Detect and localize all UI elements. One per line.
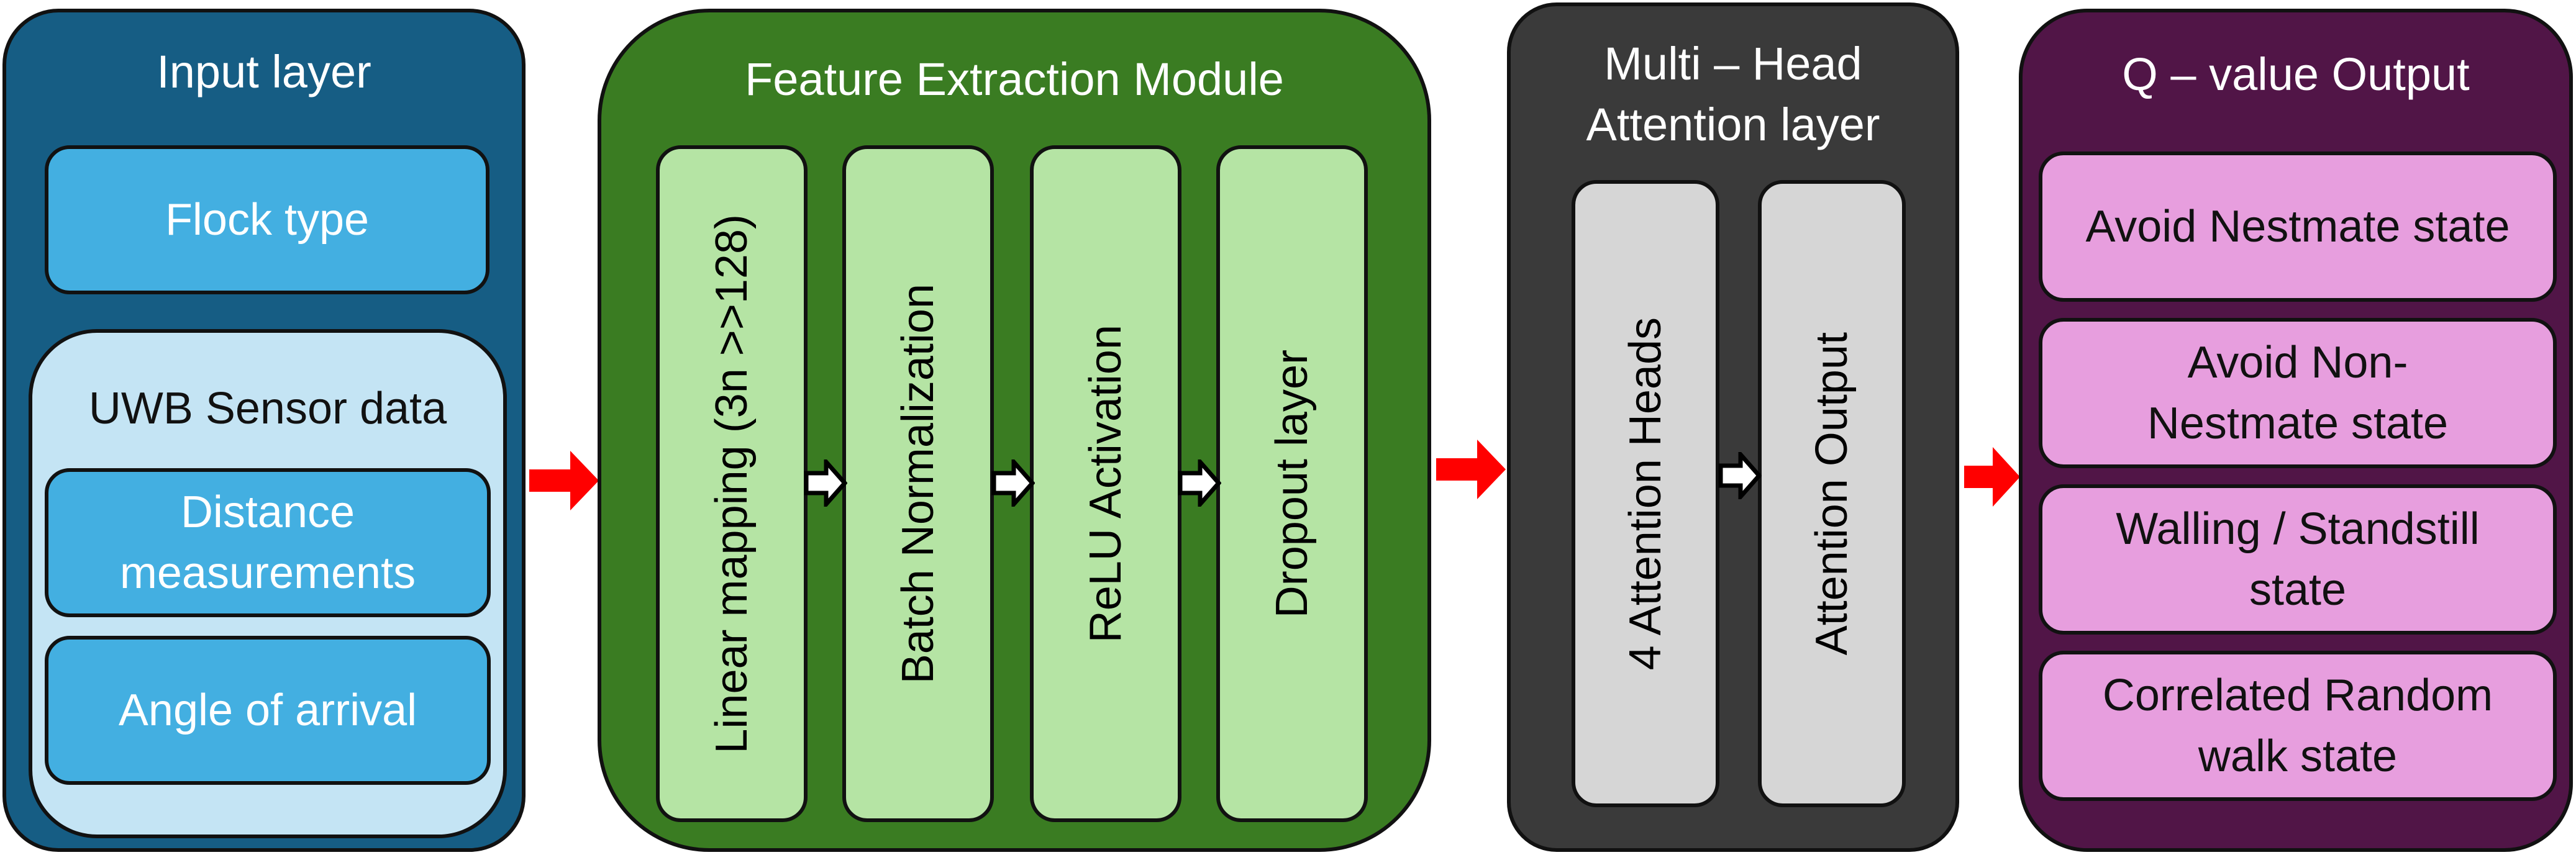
attention-layer-panel: Multi – Head Attention layer 4 Attention… [1507, 2, 1959, 852]
attention-heads-box: 4 Attention Heads [1572, 180, 1719, 807]
linear-mapping-box: Linear mapping (3n >>128) [656, 145, 808, 822]
relu-activation-label: ReLU Activation [1081, 324, 1131, 643]
input-layer-title: Input layer [157, 46, 371, 97]
angle-of-arrival-box: Angle of arrival [45, 636, 491, 785]
uwb-sensor-group: UWB Sensor data Distance measurements An… [29, 329, 507, 838]
feature-extraction-title: Feature Extraction Module [745, 53, 1284, 105]
flow-arrow-attention-to-output [1964, 447, 2020, 507]
flow-arrow-input-to-feature [529, 451, 599, 510]
walling-standstill-label: Walling / Standstill state [2116, 504, 2480, 615]
attention-heads-label: 4 Attention Heads [1621, 317, 1670, 671]
arrow-relu-to-dropout [1178, 459, 1221, 507]
dropout-layer-label: Dropout layer [1267, 349, 1317, 618]
angle-of-arrival-label: Angle of arrival [118, 685, 417, 735]
q-value-output-title: Q – value Output [2122, 48, 2470, 100]
attention-output-label: Attention Output [1807, 332, 1857, 656]
feature-extraction-panel: Feature Extraction Module Linear mapping… [598, 9, 1431, 852]
relu-activation-box: ReLU Activation [1030, 145, 1181, 822]
correlated-random-walk-box: Correlated Random walk state [2039, 651, 2557, 801]
distance-measurements-label: Distance measurements [119, 487, 416, 598]
attention-layer-title: Multi – Head Attention layer [1586, 38, 1880, 150]
flock-type-label: Flock type [165, 195, 370, 245]
arrow-batch-to-relu [991, 459, 1035, 507]
arrow-heads-to-output [1718, 452, 1762, 499]
avoid-non-nestmate-box: Avoid Non-Nestmate state [2039, 318, 2557, 468]
arrow-linear-to-batch [804, 459, 847, 507]
batch-normalization-box: Batch Normalization [842, 145, 994, 822]
uwb-sensor-title: UWB Sensor data [88, 384, 447, 433]
flow-arrow-feature-to-attention [1436, 440, 1506, 499]
walling-standstill-box: Walling / Standstill state [2039, 484, 2557, 635]
batch-normalization-label: Batch Normalization [893, 283, 943, 684]
input-layer-panel: Input layer Flock type UWB Sensor data D… [2, 9, 526, 852]
flock-type-box: Flock type [45, 145, 489, 294]
linear-mapping-label: Linear mapping (3n >>128) [707, 214, 757, 754]
dropout-layer-box: Dropout layer [1216, 145, 1368, 822]
attention-output-box: Attention Output [1758, 180, 1906, 807]
avoid-non-nestmate-label: Avoid Non-Nestmate state [2147, 338, 2449, 448]
q-value-output-panel: Q – value Output Avoid Nestmate state Av… [2019, 9, 2573, 852]
avoid-nestmate-label: Avoid Nestmate state [2085, 202, 2510, 251]
distance-measurements-box: Distance measurements [45, 468, 491, 617]
avoid-nestmate-box: Avoid Nestmate state [2039, 152, 2557, 302]
correlated-random-walk-label: Correlated Random walk state [2102, 671, 2493, 781]
